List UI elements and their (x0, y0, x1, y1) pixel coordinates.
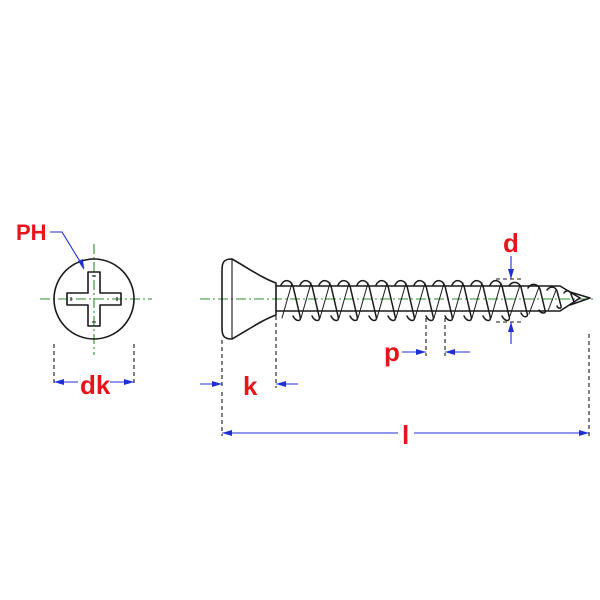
head-end-view: PH dk (16, 220, 152, 400)
dk-label: dk (80, 370, 111, 400)
ph-label: PH (16, 220, 47, 245)
k-label: k (243, 371, 258, 401)
p-arrow-right (445, 349, 455, 355)
p-arrow-left (416, 349, 426, 355)
d-arrow-bottom (508, 322, 514, 332)
screw-tip (569, 291, 591, 306)
l-arrow-right (579, 430, 589, 436)
screw-side-view: k p d l (200, 228, 596, 450)
k-arrow-right (276, 381, 286, 387)
d-label: d (503, 228, 519, 258)
ph-leader-arrow (78, 259, 84, 270)
k-arrow-left (212, 381, 222, 387)
ph-leader-line (50, 231, 85, 269)
phillips-recess-icon (66, 271, 122, 327)
d-arrow-top (508, 269, 514, 279)
thread-crests (280, 279, 575, 322)
recess-detail (70, 275, 118, 323)
p-label: p (384, 337, 400, 367)
screw-shank-outline (275, 285, 581, 312)
l-arrow-left (222, 430, 232, 436)
l-label: l (402, 420, 409, 450)
dk-arrow-right (124, 379, 134, 385)
thread-back-strokes (281, 282, 557, 319)
head-circle (53, 258, 135, 340)
dk-arrow-left (54, 379, 64, 385)
